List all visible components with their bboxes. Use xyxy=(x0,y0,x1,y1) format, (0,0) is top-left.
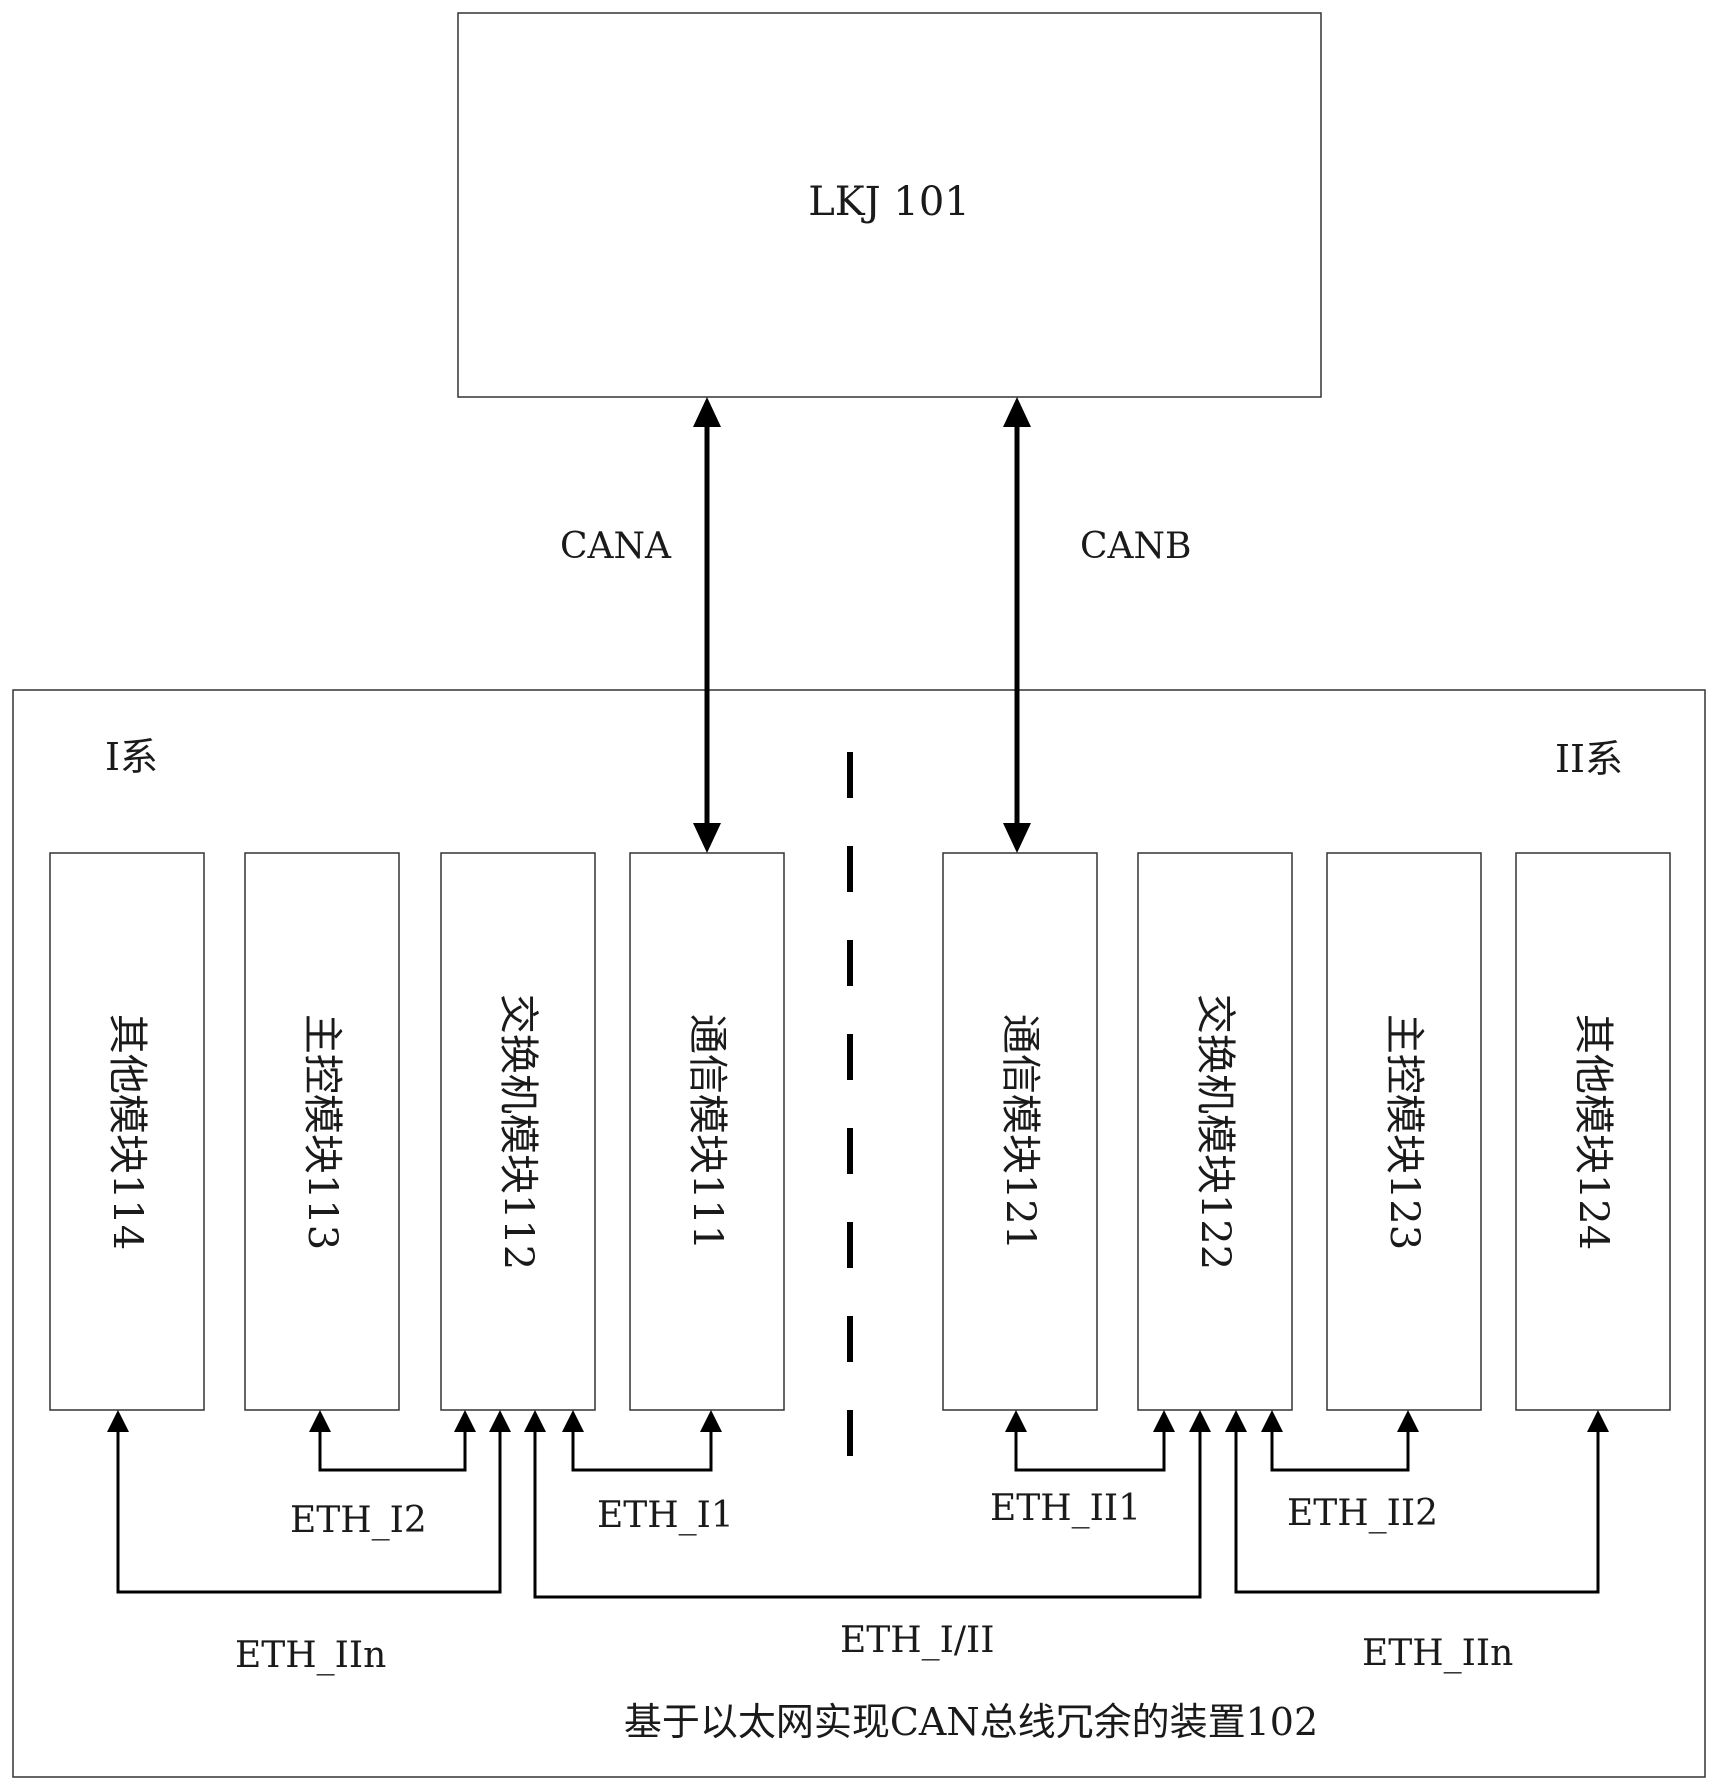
eth-iin-right-arrow-122 xyxy=(1225,1410,1247,1432)
module-122-label: 交换机模块122 xyxy=(1192,994,1238,1270)
eth-i2-line xyxy=(318,1430,467,1472)
module-113-box xyxy=(244,852,400,1411)
eth-iin-right-label: ETH_IIn xyxy=(1362,1633,1513,1674)
eth-i1-line xyxy=(571,1430,713,1472)
eth-i1-arrow-111 xyxy=(700,1410,722,1432)
module-111-box xyxy=(629,852,785,1411)
module-114-label: 其他模块114 xyxy=(104,1014,150,1250)
eth-i2-arrow-113 xyxy=(309,1410,331,1432)
eth-i-ii-label: ETH_I/II xyxy=(840,1620,994,1661)
eth-iin-left-label: ETH_IIn xyxy=(235,1635,386,1676)
cana-label: CANA xyxy=(560,526,672,567)
system-two-label: II系 xyxy=(1555,737,1623,781)
eth-iin-right-arrow-124 xyxy=(1587,1410,1609,1432)
eth-ii2-line xyxy=(1270,1430,1410,1472)
module-111-label: 通信模块111 xyxy=(684,1014,730,1250)
module-123-label: 主控模块123 xyxy=(1381,1014,1427,1250)
cana-arrow-top xyxy=(693,397,721,427)
eth-i2-arrow-112 xyxy=(454,1410,476,1432)
module-124-box xyxy=(1515,852,1671,1411)
module-114-box xyxy=(49,852,205,1411)
module-112-box xyxy=(440,852,596,1411)
eth-i-ii-arrow-122 xyxy=(1189,1410,1211,1432)
module-123-box xyxy=(1326,852,1482,1411)
module-121-box xyxy=(942,852,1098,1411)
canb-arrow-bottom xyxy=(1003,823,1031,853)
eth-ii2-arrow-123 xyxy=(1397,1410,1419,1432)
eth-ii1-arrow-121 xyxy=(1005,1410,1027,1432)
eth-iin-left-arrow-114 xyxy=(107,1410,129,1432)
eth-i-ii-line xyxy=(533,1430,1202,1599)
module-122-box xyxy=(1137,852,1293,1411)
eth-ii2-label: ETH_II2 xyxy=(1287,1493,1438,1534)
eth-i1-arrow-112 xyxy=(562,1410,584,1432)
lkj-box xyxy=(457,12,1322,398)
lkj-label: LKJ 101 xyxy=(808,179,970,225)
module-112-label: 交换机模块112 xyxy=(495,994,541,1270)
cana-arrow-bottom xyxy=(693,823,721,853)
module-121-label: 通信模块121 xyxy=(997,1014,1043,1250)
eth-iin-right-line xyxy=(1234,1430,1600,1594)
module-113-label: 主控模块113 xyxy=(299,1014,345,1250)
system-one-label: I系 xyxy=(105,735,158,779)
eth-i2-label: ETH_I2 xyxy=(290,1500,427,1541)
eth-i-ii-arrow-112 xyxy=(524,1410,546,1432)
canb-arrow-top xyxy=(1003,397,1031,427)
canb-label: CANB xyxy=(1080,526,1192,567)
eth-iin-left-arrow-112 xyxy=(489,1410,511,1432)
device-title: 基于以太网实现CAN总线冗余的装置102 xyxy=(624,1700,1318,1744)
eth-ii2-arrow-122 xyxy=(1261,1410,1283,1432)
module-124-label: 其他模块124 xyxy=(1570,1014,1616,1250)
eth-i1-label: ETH_I1 xyxy=(597,1495,734,1536)
eth-ii1-label: ETH_II1 xyxy=(990,1488,1141,1529)
eth-iin-left-line xyxy=(116,1430,502,1594)
eth-ii1-arrow-122 xyxy=(1153,1410,1175,1432)
eth-ii1-line xyxy=(1014,1430,1166,1472)
